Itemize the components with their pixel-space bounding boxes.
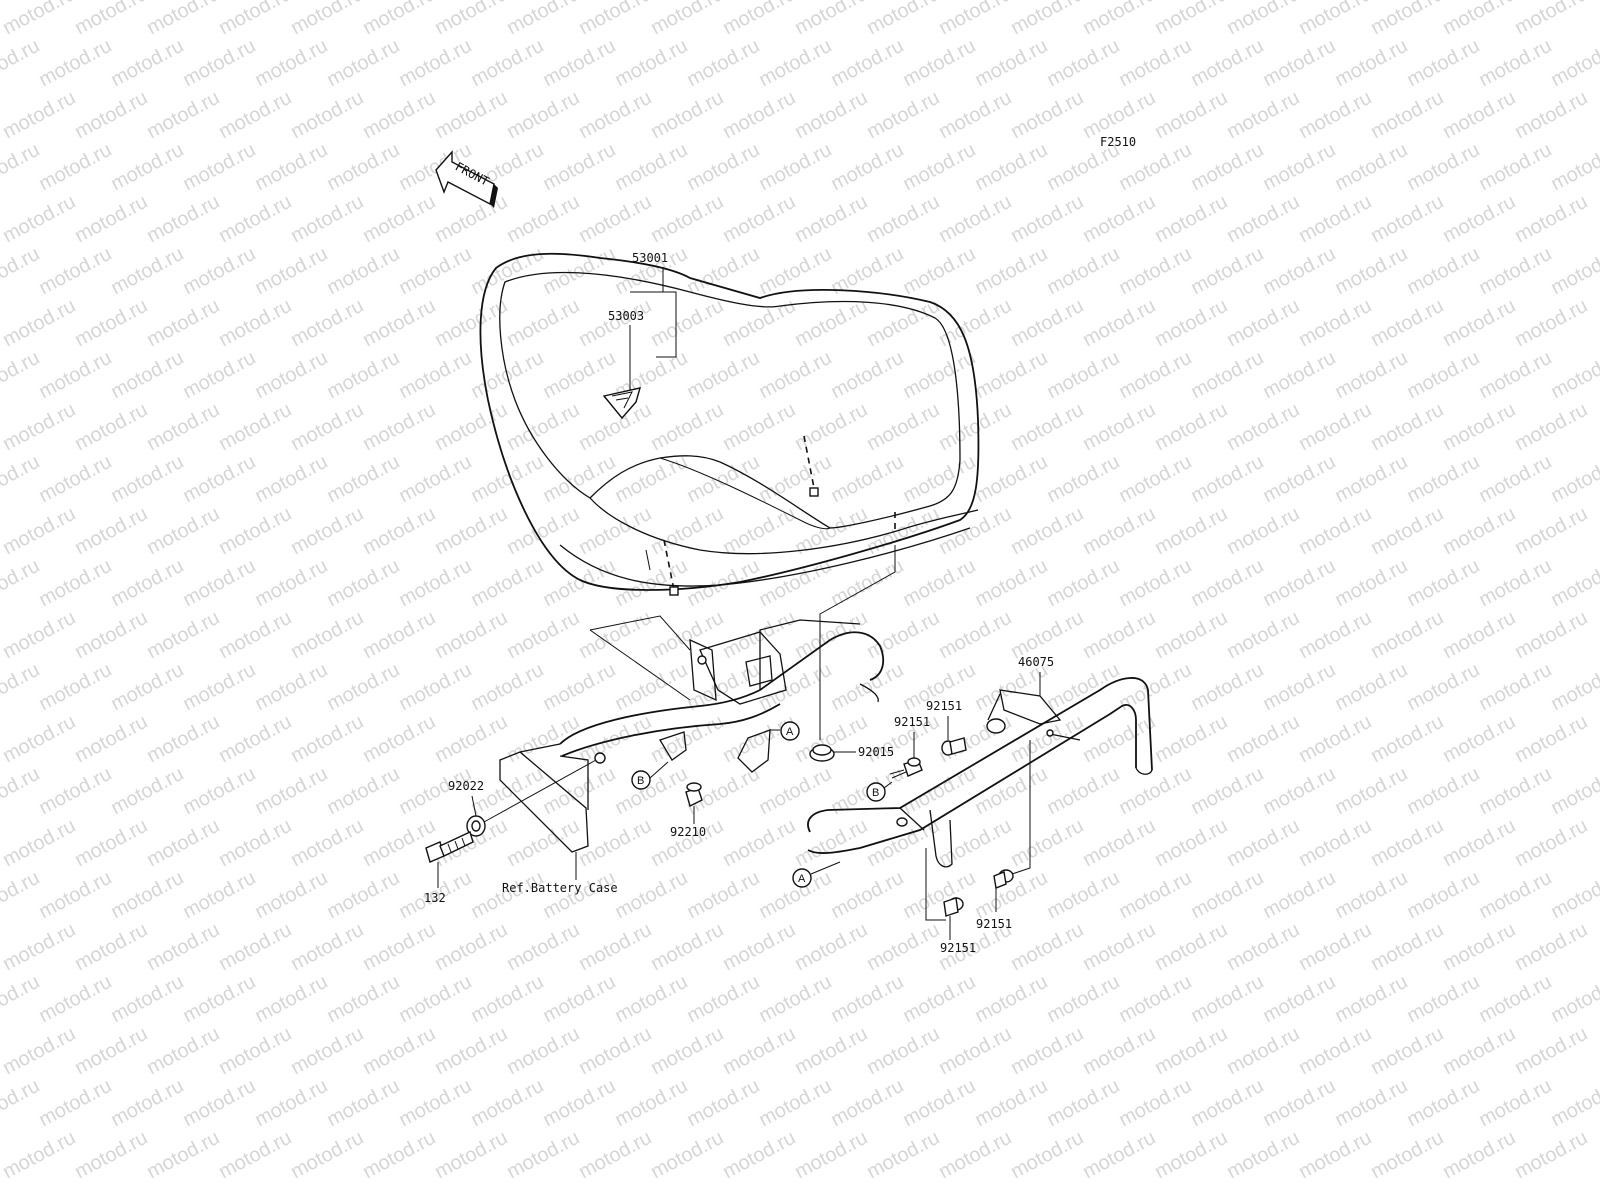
washer-part-number: 92022	[448, 779, 484, 793]
reference-note: Ref.Battery Case	[502, 881, 618, 895]
bolt-92151-lower	[943, 897, 964, 917]
svg-text:B: B	[637, 775, 644, 787]
bolt-part-number: 132	[424, 891, 446, 905]
bolt-92151-upper	[941, 737, 967, 756]
nut-part-number: 92015	[858, 745, 894, 759]
nut-92015	[809, 744, 835, 762]
seat	[479, 252, 980, 591]
bolt-92151-lower-right	[993, 869, 1014, 889]
bolt-132	[425, 831, 474, 863]
marker-b-left: B	[631, 770, 651, 790]
svg-text:B: B	[872, 787, 879, 799]
grab-rail-part-number: 46075	[1018, 655, 1054, 669]
front-arrow-icon: FRONT	[435, 150, 498, 208]
cap-nut-part-number: 92210	[670, 825, 706, 839]
figure-code: F2510	[1100, 135, 1136, 149]
svg-text:A: A	[786, 726, 794, 738]
bolt-92151-middle	[889, 757, 923, 779]
marker-a-top: A	[780, 721, 800, 741]
svg-text:A: A	[798, 873, 806, 885]
seat-label-sticker	[602, 387, 641, 420]
marker-a-bottom: A	[792, 868, 812, 888]
bolt-b-part-number: 92151	[894, 715, 930, 729]
marker-b-right: B	[866, 782, 886, 802]
seat-label-part-number: 53003	[608, 309, 644, 323]
bolt-d-part-number: 92151	[940, 941, 976, 955]
seat-part-number: 53001	[632, 251, 668, 265]
cap-nut-92210	[685, 782, 703, 808]
seat-frame	[499, 619, 885, 853]
bolt-c-part-number: 92151	[976, 917, 1012, 931]
grab-rail	[807, 677, 1153, 868]
bolt-a-part-number: 92151	[926, 699, 962, 713]
